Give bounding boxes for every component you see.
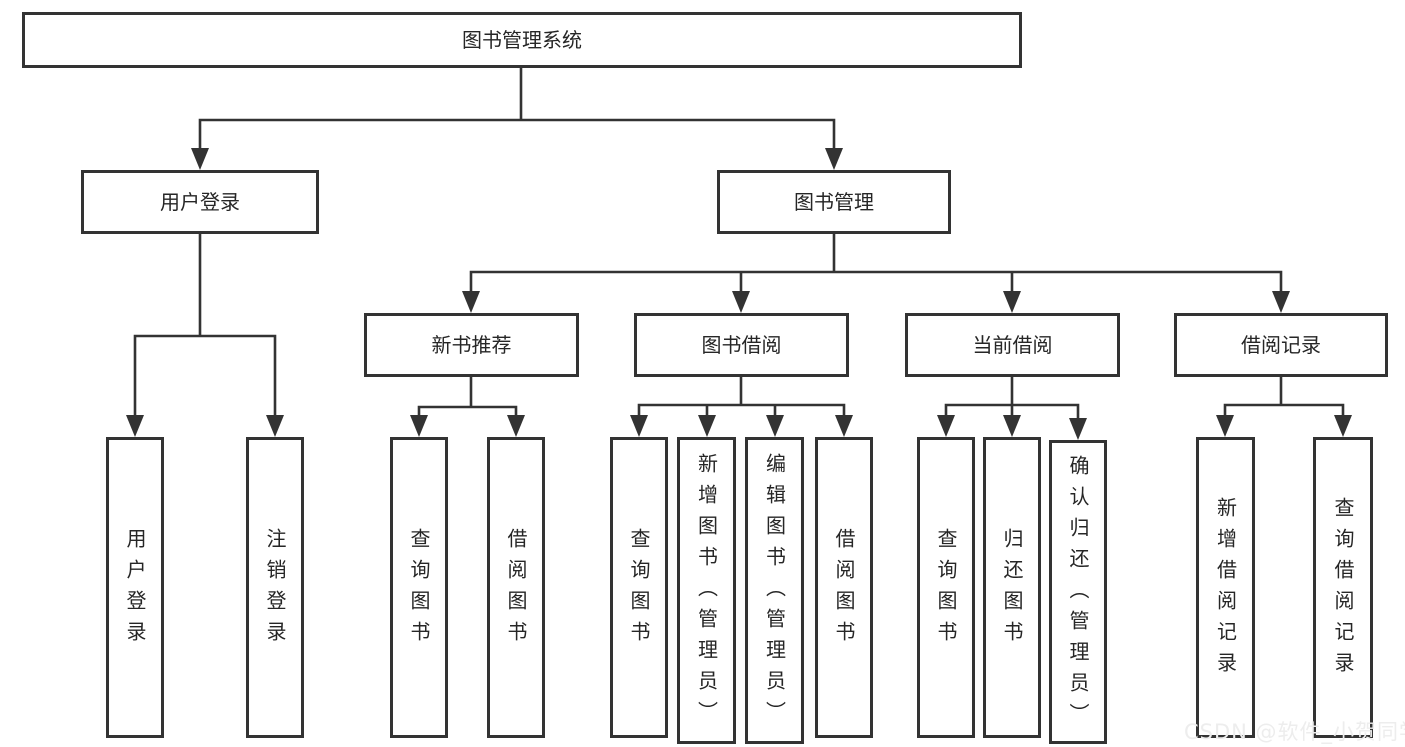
- node-book-borrowing: 图书借阅: [634, 313, 849, 377]
- leaf-borrow-books-recommend: 借阅图书: [487, 437, 545, 738]
- leaf-edit-books-admin: 编辑图书（管理员）: [745, 437, 804, 744]
- leaf-confirm-return-admin: 确认归还（管理员）: [1049, 440, 1107, 744]
- leaf-query-borrow-record: 查询借阅记录: [1313, 437, 1373, 738]
- node-borrowing-records: 借阅记录: [1174, 313, 1388, 377]
- node-book-management-module: 图书管理: [717, 170, 951, 234]
- leaf-user-login: 用户登录: [106, 437, 164, 738]
- leaf-return-books: 归还图书: [983, 437, 1041, 738]
- node-library-management-system: 图书管理系统: [22, 12, 1022, 68]
- node-current-borrowing: 当前借阅: [905, 313, 1120, 377]
- leaf-add-books-admin: 新增图书（管理员）: [677, 437, 736, 744]
- leaf-add-borrow-record: 新增借阅记录: [1196, 437, 1255, 738]
- leaf-query-books-recommend: 查询图书: [390, 437, 448, 738]
- leaf-borrow-books-borrowing: 借阅图书: [815, 437, 873, 738]
- node-new-book-recommendation: 新书推荐: [364, 313, 579, 377]
- leaf-query-books-borrowing: 查询图书: [610, 437, 668, 738]
- leaf-query-books-current: 查询图书: [917, 437, 975, 738]
- csdn-watermark: CSDN @软件_小贺同学: [1184, 720, 1405, 744]
- leaf-logout: 注销登录: [246, 437, 304, 738]
- node-user-login-module: 用户登录: [81, 170, 319, 234]
